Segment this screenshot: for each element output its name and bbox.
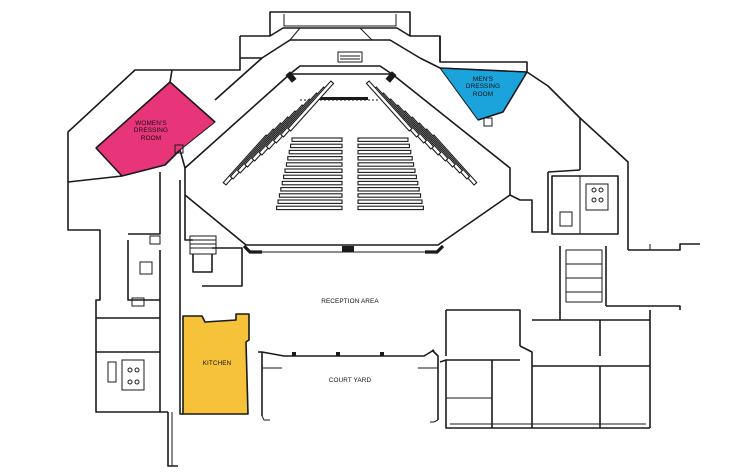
pew-center-left (284, 168, 343, 173)
pew-center-left (280, 187, 343, 192)
pew-center-left (287, 156, 343, 161)
pew-center-left (283, 174, 343, 180)
pew-center-right (357, 162, 415, 167)
kitchen-walls (182, 313, 250, 415)
kitchen-room[interactable] (183, 314, 249, 414)
pew-center-right (357, 187, 420, 192)
east-wing (439, 169, 700, 429)
stage-area (239, 11, 441, 101)
pew-center-left (278, 193, 343, 198)
pew-center-left (288, 149, 343, 155)
courtyard-label: COURT YARD (328, 377, 372, 384)
womens-room-walls (67, 57, 263, 182)
left-wing (67, 172, 178, 467)
pew-center-left (277, 199, 343, 204)
pew-center-right (357, 205, 424, 211)
pew-left-wing (287, 80, 335, 132)
pew-center-right (357, 174, 417, 180)
pew-center-right (357, 137, 409, 142)
womens-dressing-room-label: WOMEN'S DRESSING ROOM (133, 120, 169, 142)
pew-center-right (357, 149, 412, 155)
courtyard-area (258, 349, 439, 423)
pew-center-right (357, 193, 422, 198)
pew-center-right (357, 168, 416, 173)
pew-center-left (285, 162, 343, 167)
pew-center-right (357, 180, 419, 186)
pew-center-right (357, 199, 423, 204)
mens-dressing-room-label: MEN'S DRESSING ROOM (465, 76, 501, 98)
pew-center-right (357, 143, 410, 149)
pew-center-left (290, 143, 343, 149)
pew-center-left (276, 205, 343, 211)
west-corridor (179, 149, 243, 415)
pew-right-wing (365, 80, 413, 132)
pew-center-left (291, 137, 343, 142)
reception-area-label: RECEPTION AREA (321, 298, 379, 305)
pew-center-left (281, 180, 343, 186)
auditorium (184, 73, 511, 254)
pew-center-right (357, 156, 413, 161)
auditorium-seating (222, 80, 478, 211)
mens-room-walls (419, 36, 629, 250)
kitchen-label: KITCHEN (202, 360, 232, 367)
